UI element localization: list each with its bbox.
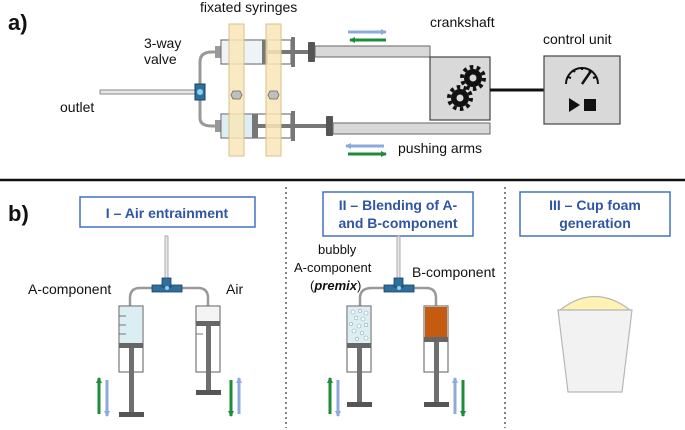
fixated-syringes-label: fixated syringes [200,0,297,15]
stage-2-left-line2: A-component [294,260,372,275]
three-way-valve [194,83,206,101]
pushing-arms-label: pushing arms [398,140,482,156]
valve-label-line2: valve [144,51,177,67]
stage-3-title-line2: generation [559,215,631,231]
crankshaft-unit [429,56,491,121]
panel-a-label: a) [8,10,28,35]
outlet-label: outlet [60,99,94,115]
stage-2-left-line1: bubbly [318,242,357,257]
stage-2-title-line2: and B-component [339,215,458,231]
control-unit-label: control unit [543,31,612,47]
stage-2-syringe-premix [346,305,372,407]
stage-3-title-box [519,191,671,237]
stop-icon [584,99,596,111]
stage-2-arrows [327,377,466,417]
gauge-icon [565,67,599,85]
stage-2-right-label: B-component [412,264,495,280]
syringe-holder-right [265,23,282,157]
stage-1-syringe-a [118,305,144,417]
stage-1-title-box [79,196,256,228]
play-icon [569,98,580,112]
valve-tubing [198,50,222,128]
stage-1-syringe-air [195,305,221,395]
direction-arrows-bottom [345,143,387,157]
stage-2-title-box [322,191,474,237]
stage-1-tubing [128,235,210,306]
stage-2-syringe-b [423,305,449,407]
crankshaft-label: crankshaft [430,14,495,30]
gear-icon [447,65,486,111]
stage-1-arrows [96,377,242,417]
control-unit [543,55,621,125]
stage-1-left-label: A-component [28,281,111,297]
foam-cup [557,295,633,393]
stage-1-right-label: Air [226,281,243,297]
outlet-tube [99,89,197,95]
upper-pushing-arm [314,45,431,58]
direction-arrows-top [348,29,387,43]
stage-1-title: I – Air entrainment [106,205,229,221]
stage-3-title-line1: III – Cup foam [549,197,641,213]
stage-2-left-line3: (premix) [310,278,361,293]
syringe-holder-left [228,23,245,157]
valve-label-line1: 3-way [144,35,181,51]
stage-2-tubing [358,235,438,306]
lower-pushing-arm [332,122,491,135]
panel-b-label: b) [8,201,29,226]
stage-2-title-line1: II – Blending of A- [339,197,458,213]
